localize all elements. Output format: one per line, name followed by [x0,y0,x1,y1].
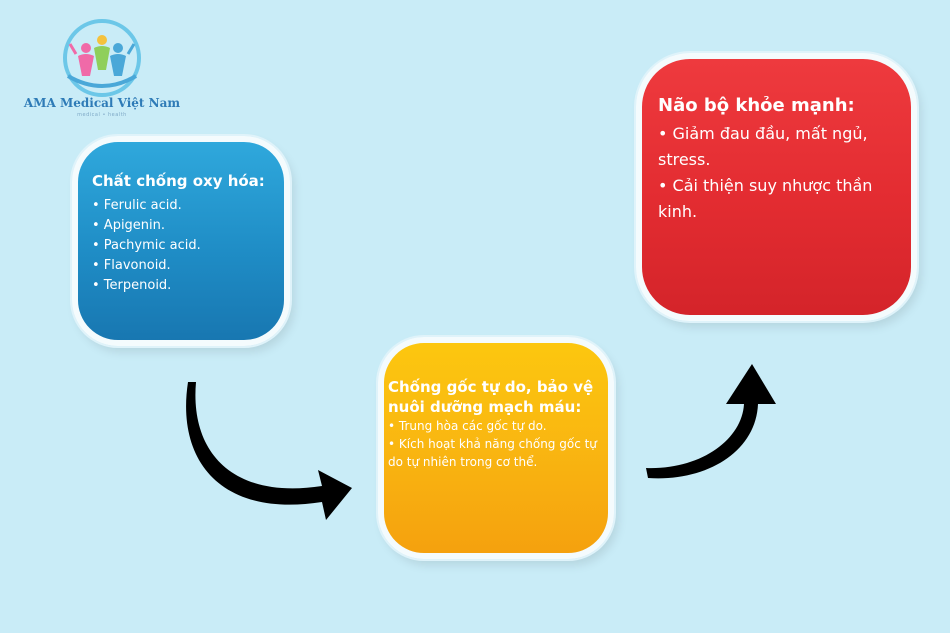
antioxidant-item: • Pachymic acid. [92,238,201,253]
brain-health-list: • Giảm đau đầu, mất ngủ, stress. • Cải t… [658,121,911,225]
free-radicals-item: • Trung hòa các gốc tự do. [388,419,547,433]
brain-health-item: • Giảm đau đầu, mất ngủ, stress. [658,123,868,169]
logo-name: AMA Medical Việt Nam [23,96,181,110]
antioxidant-item: • Terpenoid. [92,278,172,293]
antioxidants-list: • Ferulic acid. • Apigenin. • Pachymic a… [92,196,284,296]
antioxidant-item: • Ferulic acid. [92,198,182,213]
antioxidants-box: Chất chống oxy hóa: • Ferulic acid. • Ap… [72,136,290,346]
antioxidant-item: • Apigenin. [92,218,166,233]
logo-tagline: medical • health [77,112,127,118]
brain-health-item: • Cải thiện suy nhược thần kinh. [658,175,873,221]
brain-health-title: Não bộ khỏe mạnh: [658,95,855,116]
arrow-up-curved-icon [646,364,776,479]
antioxidant-item: • Flavonoid. [92,258,171,273]
arrow-right-curved-icon [186,382,352,520]
free-radicals-title: Chống gốc tự do, bảo vệ nuôi dưỡng mạch … [388,378,594,416]
brain-health-box: Não bộ khỏe mạnh: • Giảm đau đầu, mất ng… [636,53,917,321]
logo-emblem-icon [63,19,141,97]
brand-logo: AMA Medical Việt Nam medical • health [22,18,182,118]
antioxidants-title: Chất chống oxy hóa: [92,172,265,190]
free-radicals-item: • Kích hoạt khả năng chống gốc tự do tự … [388,437,597,469]
free-radicals-box: Chống gốc tự do, bảo vệ nuôi dưỡng mạch … [378,337,614,559]
free-radicals-list: • Trung hòa các gốc tự do. • Kích hoạt k… [388,417,608,471]
